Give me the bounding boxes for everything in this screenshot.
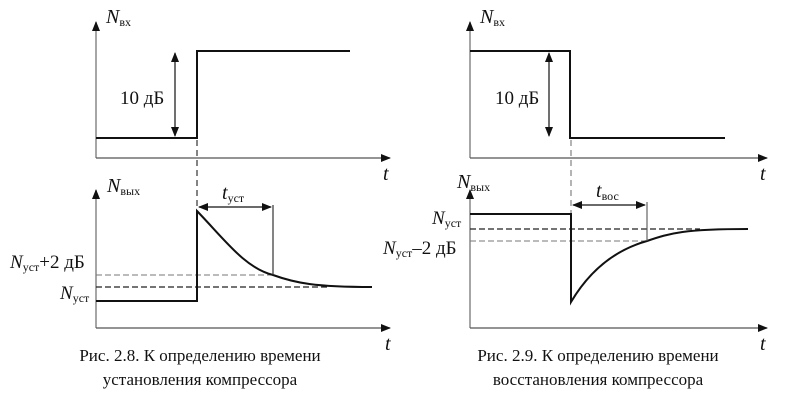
caption-line: Рис. 2.9. К определению времени <box>477 346 719 365</box>
upper-tolerance-label: Nуст+2 дБ <box>9 252 85 274</box>
output-release-curve <box>470 213 749 306</box>
input-step-signal <box>470 50 725 139</box>
step-label: 10 дБ <box>120 88 164 109</box>
release-time-label: tвос <box>596 180 619 203</box>
attack-time-label: tуст <box>222 182 245 205</box>
y-axis-label: Nвх <box>479 6 505 29</box>
left-input-plot: Nвх t 10 дБ <box>92 6 391 185</box>
left-output-plot: Nвых t tуст Nуст+2 дБ Nуст <box>9 140 391 355</box>
figure-caption-right: Рис. 2.9. К определению времени восстано… <box>428 344 768 392</box>
x-axis-label: t <box>760 333 766 355</box>
x-axis-label: t <box>383 163 389 185</box>
x-axis-label: t <box>760 163 766 185</box>
caption-line: Рис. 2.8. К определению времени <box>79 346 321 365</box>
right-input-plot: Nвх t 10 дБ <box>466 6 768 185</box>
caption-line: установления компрессора <box>102 370 298 389</box>
steady-level-label: Nуст <box>431 208 462 230</box>
y-axis-label: Nвых <box>106 175 140 198</box>
figure-caption-left: Рис. 2.8. К определению времени установл… <box>30 344 370 392</box>
y-axis-label: Nвых <box>456 171 490 194</box>
lower-tolerance-label: Nуст–2 дБ <box>382 238 457 260</box>
caption-line: восстановления компрессора <box>492 370 704 389</box>
right-output-plot: Nвых t tвос Nуст Nуст–2 дБ <box>382 140 768 355</box>
steady-level-label: Nуст <box>59 283 90 305</box>
x-axis-label: t <box>385 333 391 355</box>
y-axis-label: Nвх <box>105 6 131 29</box>
input-step-signal <box>96 50 350 139</box>
step-label: 10 дБ <box>495 88 539 109</box>
